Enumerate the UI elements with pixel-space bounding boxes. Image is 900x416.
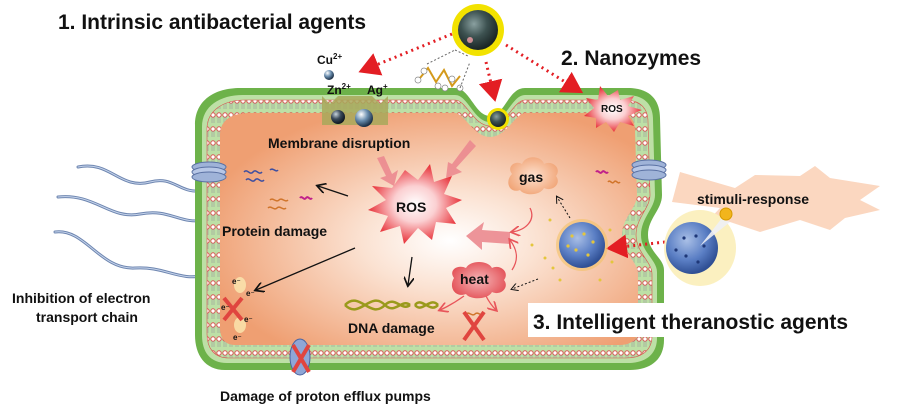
electron-chain — [222, 277, 246, 333]
thick-arrows-to-ros — [377, 140, 510, 250]
black-arrows — [256, 186, 412, 290]
label-ros-center: ROS — [396, 199, 426, 215]
label-stimuli-response: stimuli-response — [697, 191, 809, 207]
nanoparticle-source — [452, 4, 504, 56]
membrane-pore — [322, 96, 388, 127]
nanoparticle-membrane — [487, 108, 509, 130]
protein-icon-orange — [267, 198, 289, 210]
protein-icon-blue — [243, 168, 279, 182]
proton-pump — [289, 338, 311, 376]
protein-channel-right — [631, 159, 667, 181]
svg-text:e⁻: e⁻ — [244, 315, 253, 324]
ros-burst-center — [368, 164, 462, 244]
heat-cloud — [451, 262, 506, 299]
ion-ag: Ag+ — [367, 82, 388, 97]
svg-text:e⁻: e⁻ — [246, 289, 255, 298]
protein-icon-small — [607, 180, 621, 184]
protein-channel-left — [191, 161, 227, 183]
peptide-fragment-icon — [299, 196, 313, 200]
label-membrane-disruption: Membrane disruption — [268, 135, 410, 151]
peptide-icon — [414, 49, 471, 92]
title-nanozymes: 2. Nanozymes — [561, 47, 701, 70]
label-proton-pumps: Damage of proton efflux pumps — [220, 388, 431, 404]
ion-zn: Zn2+ — [327, 82, 351, 97]
label-gas: gas — [519, 169, 543, 185]
label-electron-chain-1: Inhibition of electron — [12, 290, 150, 306]
label-protein-damage: Protein damage — [222, 223, 327, 239]
flagella — [53, 164, 207, 279]
zn-ion-ball — [331, 110, 345, 124]
title-intrinsic: 1. Intrinsic antibacterial agents — [58, 11, 366, 34]
label-electron-chain-2: transport chain — [36, 309, 138, 325]
carrier-inside — [530, 218, 614, 282]
svg-text:e⁻: e⁻ — [233, 333, 242, 342]
gas-cloud — [508, 157, 558, 195]
label-ros-nanozyme: ROS — [601, 104, 623, 115]
cu-ion-ball — [324, 70, 334, 80]
ag-ion-ball — [355, 109, 373, 127]
title-intelligent-box — [528, 303, 888, 337]
label-heat: heat — [460, 271, 489, 287]
ros-burst-nanozyme — [584, 86, 642, 132]
title-intelligent: 3. Intelligent theranostic agents — [533, 311, 848, 334]
electron-labels: e⁻ e⁻ e⁻ e⁻ e⁻ — [221, 277, 255, 342]
ion-cu: Cu2+ — [317, 52, 342, 67]
dotted-black-arrows — [512, 197, 571, 289]
peptide-fragment-icon-right — [595, 170, 609, 174]
stimulus-dot — [719, 207, 733, 221]
svg-text:e⁻: e⁻ — [221, 303, 230, 312]
thin-red-arrows — [440, 207, 533, 310]
red-dotted-arrows — [358, 32, 666, 259]
dna-icon — [344, 299, 439, 311]
carrier-outside — [664, 207, 736, 286]
damaged-protein-x — [462, 310, 486, 342]
svg-text:e⁻: e⁻ — [232, 277, 241, 286]
label-dna-damage: DNA damage — [348, 320, 435, 336]
